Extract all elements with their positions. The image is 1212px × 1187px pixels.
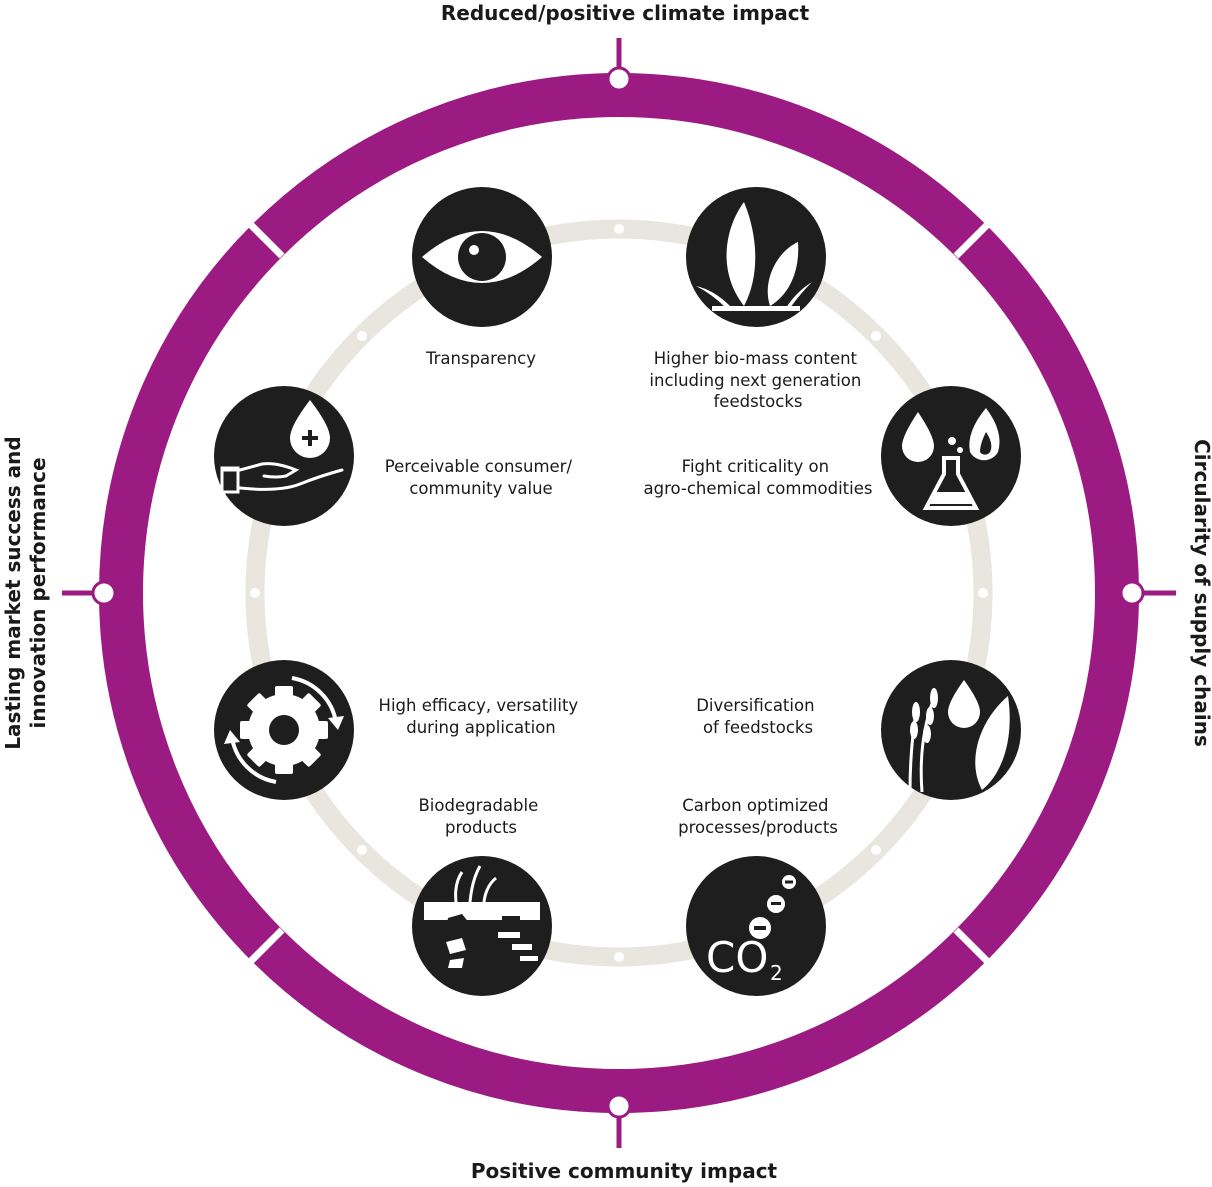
item-consumer-value: [214, 386, 354, 526]
axis-markers: [62, 38, 1176, 1148]
axis-label-left-line1: Lasting market success and: [1, 436, 25, 749]
marker-bottom: [606, 1093, 632, 1148]
marker-top: [606, 38, 632, 92]
label-transparency: Transparency: [425, 349, 536, 368]
axis-label-left-line2: innovation performance: [26, 457, 50, 728]
marker-left: [62, 580, 117, 606]
label-consumer-value: Perceivable consumer/ community value: [385, 457, 578, 498]
outer-ring: [99, 73, 1139, 1113]
item-diversification: [881, 660, 1021, 800]
inner-ring-dots: [250, 224, 988, 962]
item-biodegradable: [412, 856, 552, 996]
eye-icon: [422, 231, 542, 283]
co2-icon: CO 2: [706, 875, 796, 985]
drop-flask-flame-icon: [902, 408, 1000, 510]
grass-leaves-icon: [696, 202, 812, 311]
item-criticality: [881, 386, 1021, 526]
soil-sprout-icon: [424, 865, 540, 968]
label-efficacy: High efficacy, versatility during applic…: [379, 696, 584, 737]
label-carbon: Carbon optimized processes/products: [678, 796, 838, 837]
label-criticality: Fight criticality on agro-chemical commo…: [644, 457, 873, 498]
item-efficacy: [214, 660, 354, 800]
hand-drop-plus-icon: [220, 400, 344, 494]
svg-text:2: 2: [770, 961, 783, 985]
item-labels: Transparency Higher bio-mass content inc…: [379, 349, 873, 837]
item-eye: [412, 187, 552, 327]
gear-cycle-icon: [224, 676, 344, 784]
label-diversification: Diversification of feedstocks: [696, 696, 820, 737]
axis-label-right: Circularity of supply chains: [1190, 439, 1212, 747]
axis-label-top: Reduced/positive climate impact: [441, 1, 810, 25]
item-biomass: [686, 187, 826, 327]
item-carbon: CO 2: [686, 856, 826, 996]
marker-right: [1119, 580, 1176, 606]
wheat-drop-leaf-icon: [908, 680, 1010, 793]
svg-text:CO: CO: [706, 933, 768, 982]
outer-ring-gaps: [235, 209, 1003, 977]
axis-label-bottom: Positive community impact: [471, 1159, 778, 1183]
label-biodegradable: Biodegradable products: [418, 796, 543, 837]
label-biomass: Higher bio-mass content including next g…: [649, 349, 866, 411]
